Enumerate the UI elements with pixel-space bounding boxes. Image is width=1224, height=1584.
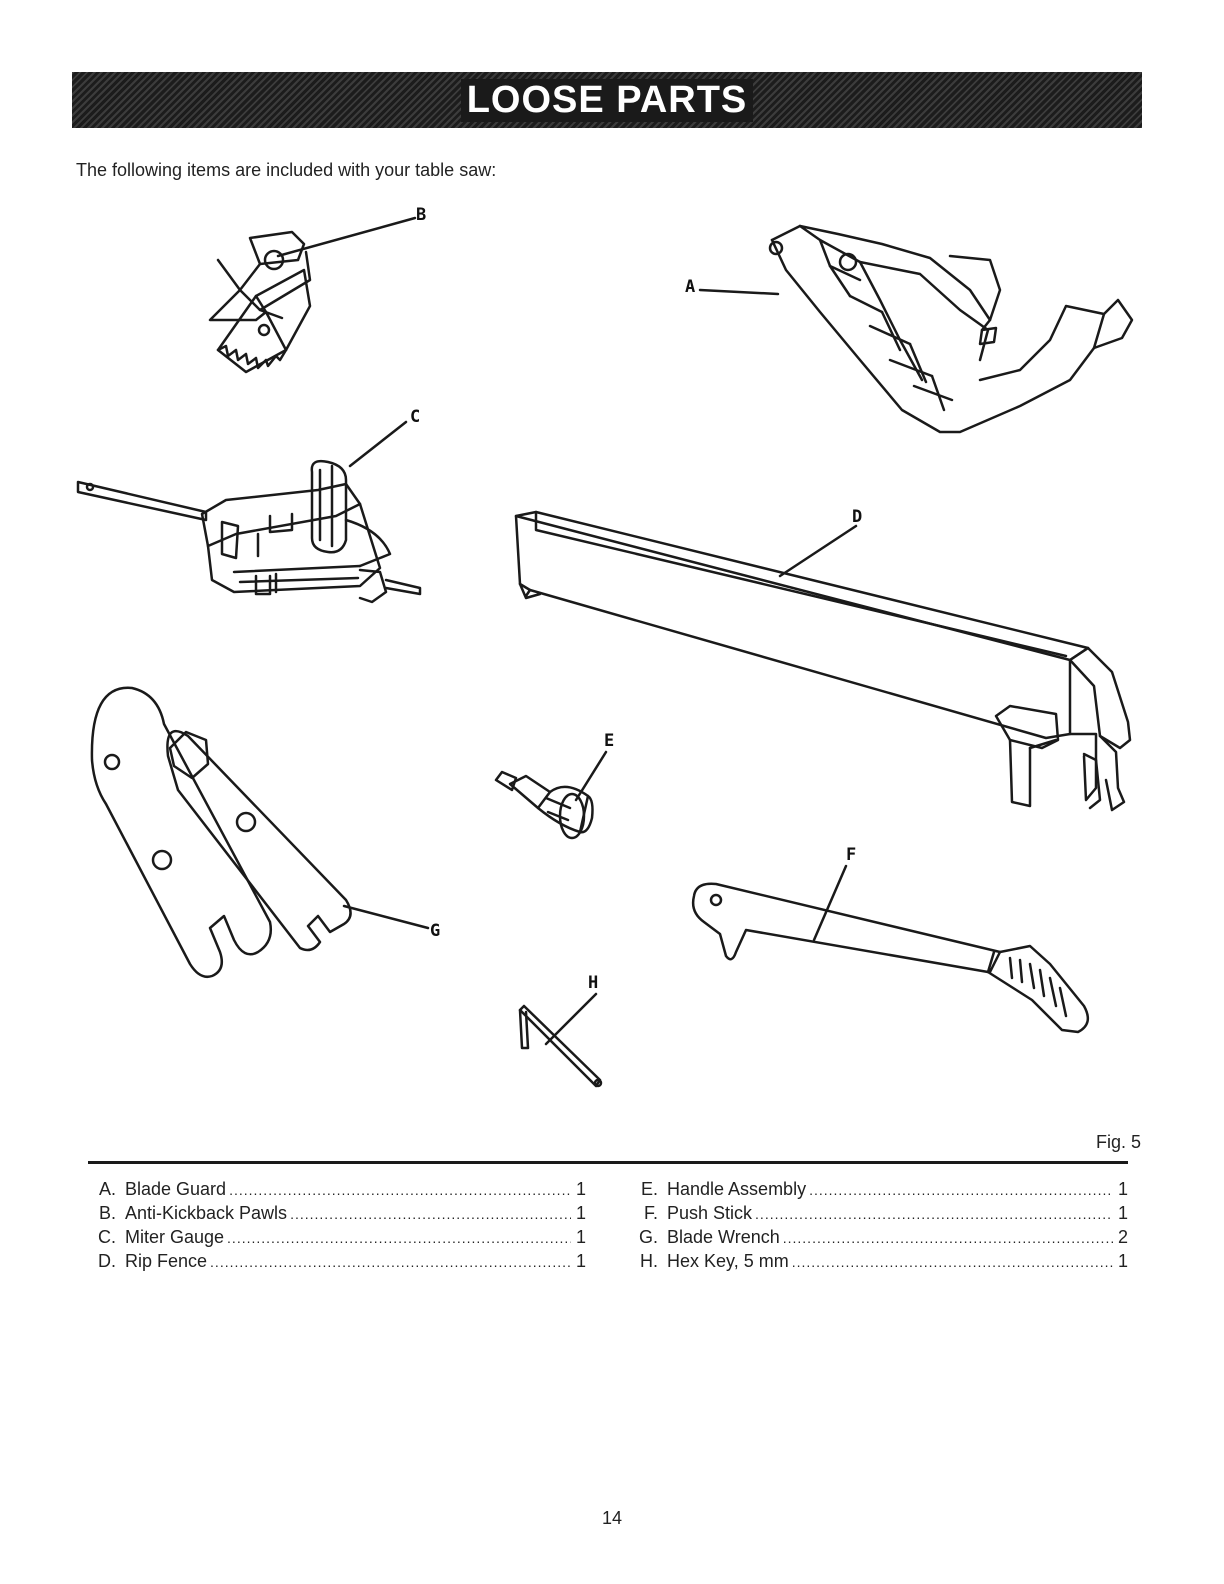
part-name: Handle Assembly [667, 1179, 807, 1199]
callout-f: F [846, 845, 856, 865]
callout-line-c [348, 420, 408, 468]
callout-d: D [852, 507, 862, 527]
parts-list-item: C. Miter Gauge 1 [88, 1226, 586, 1250]
parts-list-item: A. Blade Guard 1 [88, 1178, 586, 1202]
callout-line-e [574, 750, 608, 802]
parts-list-item: D. Rip Fence 1 [88, 1250, 586, 1274]
dot-leader [210, 1251, 571, 1274]
anti-kickback-pawls-illustration [208, 230, 312, 374]
dot-leader [792, 1251, 1113, 1274]
parts-illustration: B A C D E F G H [76, 205, 1134, 1088]
callout-b: B [416, 205, 426, 225]
part-name: Miter Gauge [125, 1227, 225, 1247]
parts-list-item: H. Hex Key, 5 mm 1 [630, 1250, 1128, 1274]
parts-list-item: F. Push Stick 1 [630, 1202, 1128, 1226]
parts-figure: B A C D E F G H [60, 200, 1160, 1120]
part-quantity: 1 [1117, 1251, 1128, 1271]
page-number: 14 [601, 1508, 623, 1528]
dot-leader [783, 1227, 1113, 1250]
part-letter: C. [98, 1227, 116, 1247]
callout-h: H [588, 973, 598, 993]
callout-line-b [276, 216, 417, 258]
callout-g: G [430, 921, 440, 941]
callout-line-h [544, 992, 598, 1046]
part-quantity: 2 [1117, 1227, 1128, 1247]
part-letter: E. [640, 1179, 658, 1199]
part-letter: F. [643, 1203, 658, 1223]
part-quantity: 1 [1117, 1203, 1128, 1223]
callout-a: A [685, 277, 695, 297]
callout-line-g [342, 904, 430, 930]
hex-key-illustration [518, 1004, 603, 1088]
dot-leader [755, 1203, 1113, 1226]
part-name: Rip Fence [125, 1251, 208, 1271]
part-name: Push Stick [667, 1203, 753, 1223]
section-banner: LOOSE PARTS [72, 72, 1142, 128]
part-quantity: 1 [575, 1251, 586, 1271]
part-letter: D. [98, 1251, 116, 1271]
part-letter: B. [98, 1203, 116, 1223]
parts-list-item: B. Anti-Kickback Pawls 1 [88, 1202, 586, 1226]
parts-list-item: E. Handle Assembly 1 [630, 1178, 1128, 1202]
part-quantity: 1 [1117, 1179, 1128, 1199]
callout-line-d [778, 524, 858, 578]
part-name: Anti-Kickback Pawls [125, 1203, 288, 1223]
part-name: Blade Wrench [667, 1227, 780, 1247]
part-quantity: 1 [575, 1179, 586, 1199]
part-name: Blade Guard [125, 1179, 227, 1199]
dot-leader [290, 1203, 571, 1226]
blade-guard-illustration [768, 224, 1134, 434]
dot-leader [227, 1227, 571, 1250]
parts-list-item: G. Blade Wrench 2 [630, 1226, 1128, 1250]
callout-c: C [410, 407, 420, 427]
rip-fence-illustration [514, 510, 1132, 812]
miter-gauge-illustration [76, 459, 422, 604]
blade-wrench-illustration [90, 686, 352, 978]
part-letter: A. [98, 1179, 116, 1199]
part-letter: G. [638, 1227, 658, 1247]
callout-line-a [698, 288, 780, 296]
callout-line-f [812, 864, 848, 942]
parts-list-left: A. Blade Guard 1 B. Anti-Kickback Pawls … [88, 1178, 586, 1274]
handle-assembly-illustration [494, 770, 594, 840]
part-quantity: 1 [575, 1227, 586, 1247]
part-quantity: 1 [575, 1203, 586, 1223]
divider-rule [88, 1161, 1128, 1164]
dot-leader [809, 1179, 1113, 1202]
figure-label: Fig. 5 [1096, 1132, 1142, 1152]
dot-leader [229, 1179, 571, 1202]
part-letter: H. [640, 1251, 658, 1271]
callout-e: E [604, 731, 614, 751]
push-stick-illustration [691, 882, 1090, 1034]
part-name: Hex Key, 5 mm [667, 1251, 789, 1271]
intro-text: The following items are included with yo… [76, 160, 497, 180]
section-title: LOOSE PARTS [460, 78, 754, 122]
parts-list-right: E. Handle Assembly 1 F. Push Stick 1 G. … [630, 1178, 1128, 1274]
